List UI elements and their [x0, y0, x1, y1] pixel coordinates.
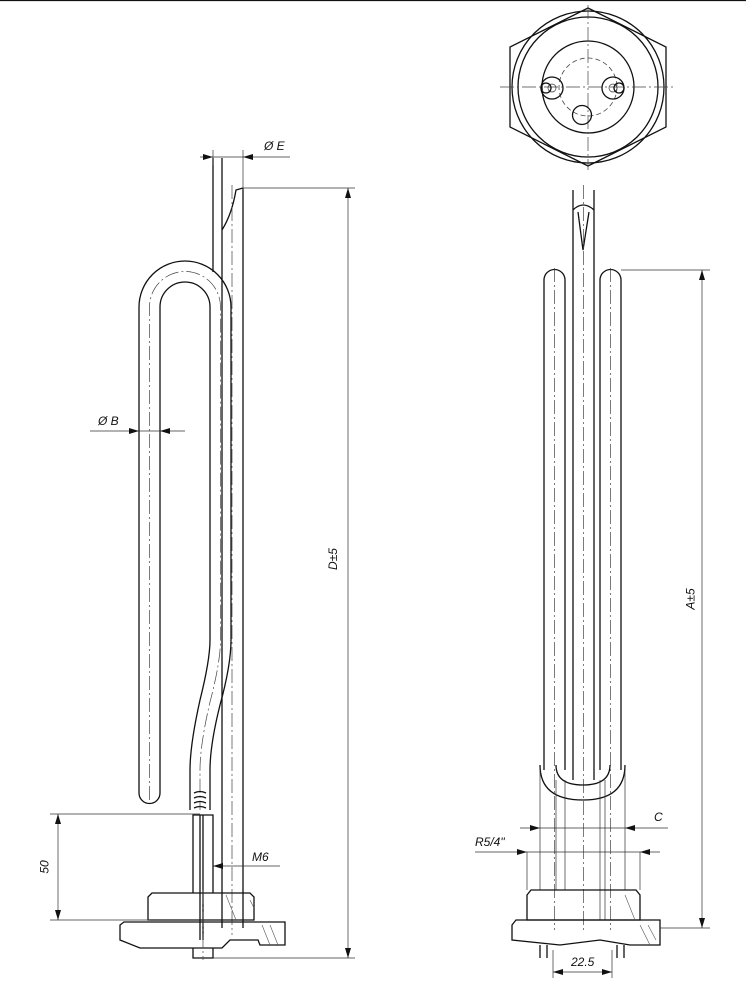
dimension-length-d: D±5	[325, 548, 340, 570]
side-view	[119, 158, 286, 960]
dimension-thread-m6: M6	[252, 850, 269, 864]
dimension-length-50: 50	[37, 860, 52, 874]
front-view	[511, 185, 661, 958]
dimension-thread-r: R5/4"	[475, 835, 505, 849]
dimension-diameter-e: Ø E	[264, 139, 285, 153]
dimension-length-a: A±5	[683, 588, 698, 610]
dimension-spacing: 22.5	[571, 955, 595, 969]
dimension-lines	[50, 150, 710, 978]
top-view-hex	[500, 5, 676, 170]
dimension-diameter-b: Ø B	[98, 414, 119, 428]
dimension-width-c: C	[654, 810, 663, 824]
